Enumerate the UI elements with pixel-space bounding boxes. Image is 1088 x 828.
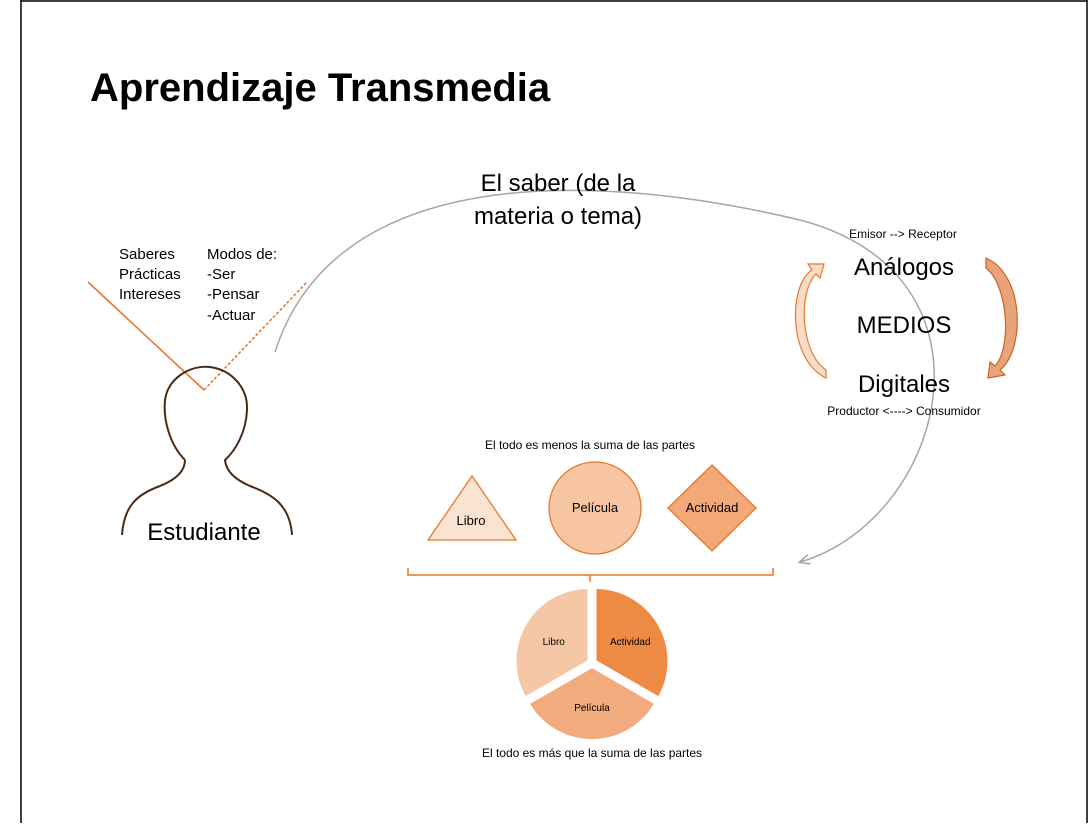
pie-slice-pelicula: [527, 665, 657, 741]
knowledge-arc-arrow: [274, 189, 935, 562]
pie-label-pelicula: Película: [574, 703, 610, 714]
student-label: Estudiante: [147, 519, 260, 546]
student-ser: -Ser: [207, 266, 235, 283]
student-head-icon: [121, 365, 293, 536]
cycle-arrow-left-icon: [794, 263, 827, 379]
shape-circle-label: Película: [572, 500, 619, 515]
pie-label-libro: Libro: [543, 637, 566, 648]
pie-slice-actividad: [594, 586, 670, 699]
parts-caption-top: El todo es menos la suma de las partes: [485, 438, 695, 452]
cycle-arrow-right-icon: [985, 257, 1018, 379]
student-pensar: -Pensar: [207, 286, 260, 303]
page-title: Aprendizaje Transmedia: [90, 66, 551, 110]
media-top-caption: Emisor --> Receptor: [849, 227, 957, 241]
student-modos: Modos de:: [207, 246, 277, 263]
media-center-label: MEDIOS: [857, 312, 952, 339]
student-actuar: -Actuar: [207, 307, 255, 324]
student-intereses: Intereses: [119, 286, 181, 303]
parts-bracket: [407, 568, 774, 582]
shape-circle: [548, 461, 642, 555]
knowledge-label-line2: materia o tema): [474, 203, 642, 230]
shape-triangle: [426, 474, 518, 541]
parts-caption-bottom: El todo es más que la suma de las partes: [482, 746, 702, 760]
student-practicas: Prácticas: [119, 266, 181, 283]
media-bottom-caption: Productor <----> Consumidor: [827, 404, 980, 418]
shape-diamond: [667, 464, 757, 552]
pie-label-actividad: Actividad: [610, 637, 651, 648]
shape-triangle-label: Libro: [457, 513, 486, 528]
pie-slice-libro: [514, 586, 590, 699]
media-analog-label: Análogos: [854, 254, 954, 281]
student-left-column: Saberes Prácticas Intereses: [119, 246, 181, 303]
shape-diamond-label: Actividad: [686, 500, 739, 515]
knowledge-label-line1: El saber (de la: [481, 170, 636, 197]
student-saberes: Saberes: [119, 246, 175, 263]
media-digital-label: Digitales: [858, 371, 950, 398]
student-right-column: Modos de: -Ser -Pensar -Actuar: [207, 246, 277, 324]
